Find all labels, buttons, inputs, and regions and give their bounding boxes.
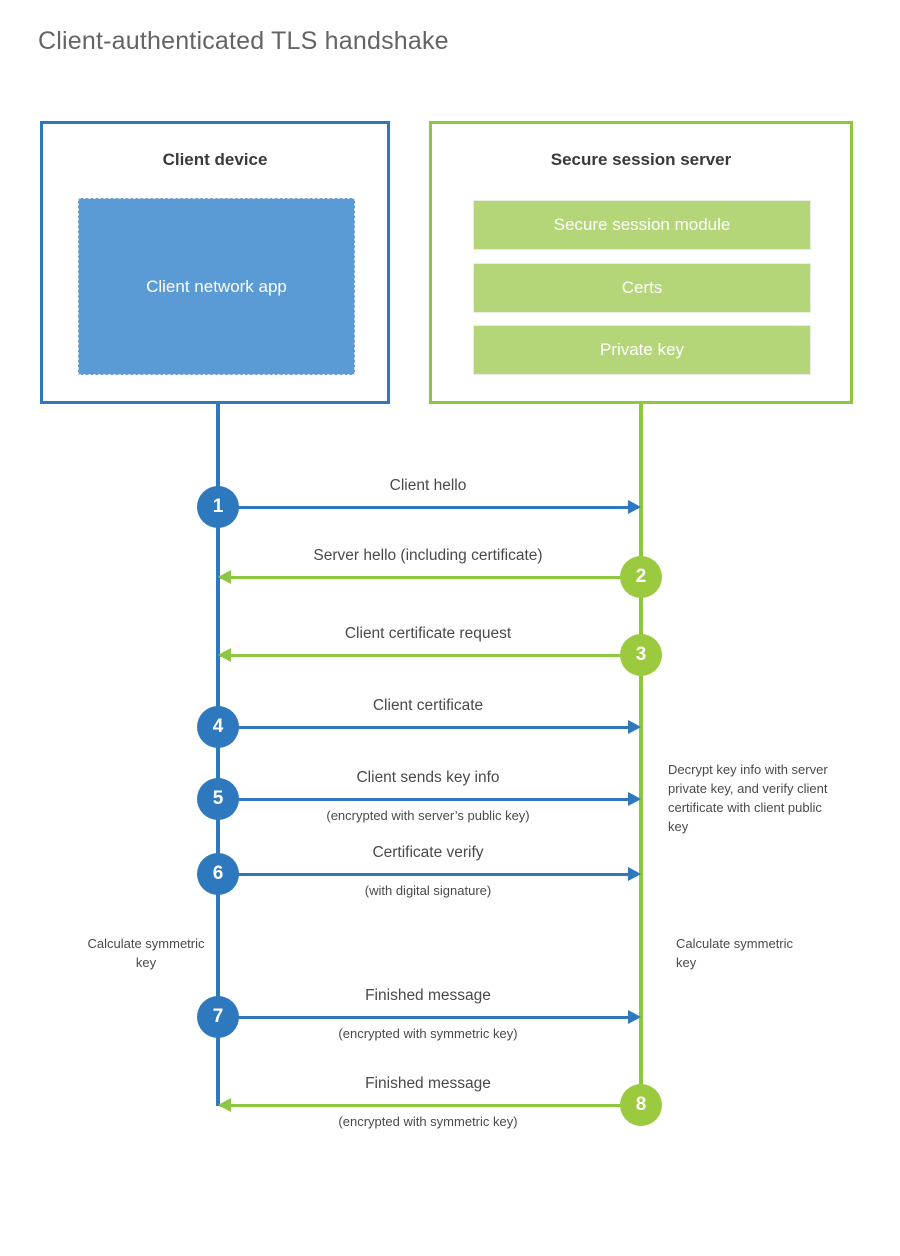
message-arrow-head-7 bbox=[628, 1010, 641, 1024]
client-device-title: Client device bbox=[162, 150, 268, 169]
message-arrow-head-1 bbox=[628, 500, 641, 514]
message-label-3: Client certificate request bbox=[344, 625, 512, 642]
message-arrow-head-6 bbox=[628, 867, 641, 881]
page-title: Client-authenticated TLS handshake bbox=[38, 27, 449, 55]
message-arrow-line-6 bbox=[218, 873, 638, 876]
message-label-7: Finished message bbox=[365, 987, 491, 1004]
client-network-app-block: Client network app bbox=[78, 198, 355, 375]
client-device-box: Client device Client network app bbox=[40, 121, 390, 404]
message-arrow-line-7 bbox=[218, 1016, 638, 1019]
message-sublabel-8: (encrypted with symmetric key) bbox=[338, 1114, 518, 1129]
certs-block: Certs bbox=[473, 263, 811, 313]
secure-session-module-block: Secure session module bbox=[473, 200, 811, 250]
message-label-4: Client certificate bbox=[372, 697, 484, 714]
message-arrow-head-8 bbox=[218, 1098, 231, 1112]
message-arrow-line-1 bbox=[218, 506, 638, 509]
message-arrow-head-4 bbox=[628, 720, 641, 734]
step-badge-3[interactable]: 3 bbox=[620, 634, 662, 676]
message-arrow-head-2 bbox=[218, 570, 231, 584]
message-arrow-line-2 bbox=[220, 576, 640, 579]
message-sublabel-7: (encrypted with symmetric key) bbox=[338, 1026, 518, 1041]
secure-session-server-box: Secure session server Secure session mod… bbox=[429, 121, 853, 404]
step-badge-8[interactable]: 8 bbox=[620, 1084, 662, 1126]
message-label-5: Client sends key info bbox=[356, 769, 500, 786]
private-key-block: Private key bbox=[473, 325, 811, 375]
server-process-note: Decrypt key info with server private key… bbox=[668, 762, 828, 834]
message-label-2: Server hello (including certificate) bbox=[313, 547, 543, 564]
message-sublabel-5: (encrypted with server’s public key) bbox=[326, 808, 530, 823]
message-arrow-line-4 bbox=[218, 726, 638, 729]
message-label-6: Certificate verify bbox=[372, 844, 484, 861]
step-badge-5[interactable]: 5 bbox=[197, 778, 239, 820]
message-arrow-head-5 bbox=[628, 792, 641, 806]
message-label-8: Finished message bbox=[365, 1075, 491, 1092]
message-arrow-line-5 bbox=[218, 798, 638, 801]
step-badge-6[interactable]: 6 bbox=[197, 853, 239, 895]
message-arrow-head-3 bbox=[218, 648, 231, 662]
message-sublabel-6: (with digital signature) bbox=[364, 883, 492, 898]
server-calculate-symmetric-key-note: Calculate symmetric key bbox=[676, 936, 794, 970]
message-label-1: Client hello bbox=[389, 477, 467, 494]
message-arrow-line-8 bbox=[220, 1104, 640, 1107]
step-badge-2[interactable]: 2 bbox=[620, 556, 662, 598]
message-arrow-line-3 bbox=[220, 654, 640, 657]
step-badge-1[interactable]: 1 bbox=[197, 486, 239, 528]
client-calculate-symmetric-key-note: Calculate symmetric key bbox=[87, 936, 205, 970]
step-badge-4[interactable]: 4 bbox=[197, 706, 239, 748]
step-badge-7[interactable]: 7 bbox=[197, 996, 239, 1038]
client-lifeline bbox=[216, 404, 220, 1106]
secure-session-server-title: Secure session server bbox=[550, 150, 732, 169]
server-lifeline bbox=[639, 404, 643, 1106]
